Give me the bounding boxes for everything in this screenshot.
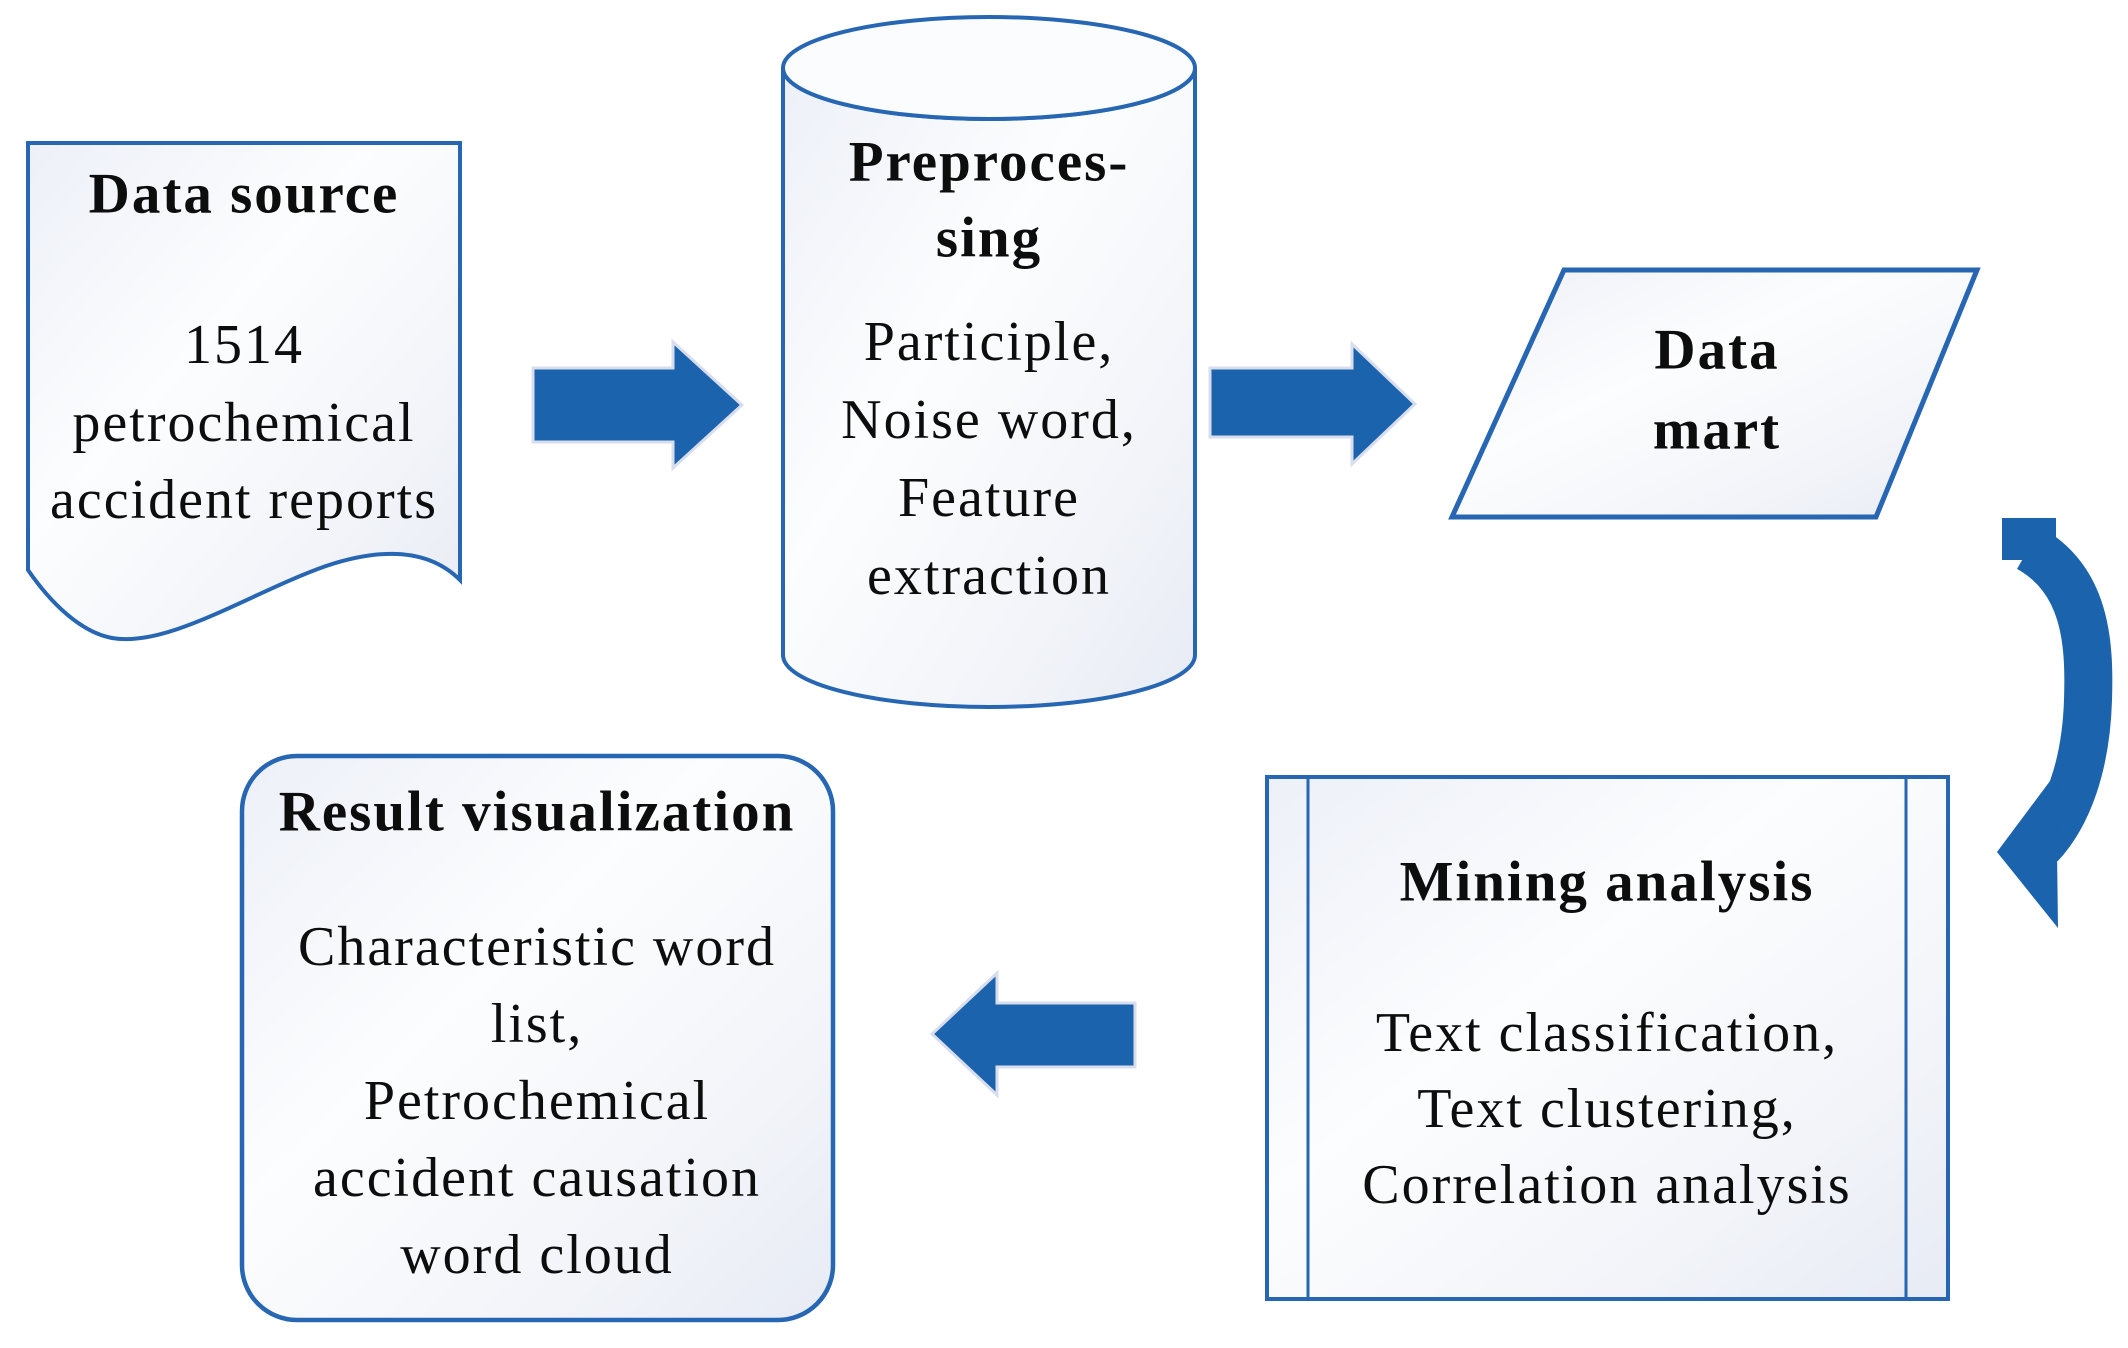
mining-analysis-line: Text classification, xyxy=(1375,1002,1839,1064)
data-source-document-shape xyxy=(26,141,462,642)
result-visualization-line: word cloud xyxy=(400,1224,674,1286)
data-source-line: accident reports xyxy=(49,469,439,531)
mining-analysis-line: Correlation analysis xyxy=(1362,1154,1852,1216)
data-source-line: 1514 xyxy=(184,314,304,376)
result-visualization-title: Result visualization xyxy=(278,780,796,844)
preprocessing-line: Noise word, xyxy=(841,389,1137,451)
result-visualization-line: Petrochemical xyxy=(363,1070,711,1132)
result-visualization-line: list, xyxy=(490,993,584,1055)
curved-arrow-down-left-icon xyxy=(1997,518,2113,928)
mining-analysis-line: Text clustering, xyxy=(1417,1078,1797,1140)
arrow-right-icon xyxy=(1208,340,1418,468)
data-source-line: petrochemical xyxy=(72,392,416,454)
result-visualization-line: accident causation xyxy=(312,1147,762,1209)
mining-analysis-title: Mining analysis xyxy=(1399,850,1815,914)
preprocessing-line: extraction xyxy=(867,545,1111,607)
preprocessing-title-line2: sing xyxy=(935,206,1043,270)
result-visualization-line: Characteristic word xyxy=(297,916,777,978)
data-mart-title-line1: Data xyxy=(1654,318,1780,382)
data-source-title: Data source xyxy=(88,162,400,226)
preprocessing-line: Feature xyxy=(898,467,1080,529)
mining-analysis-process-shape xyxy=(1265,775,1950,1301)
data-mart-parallelogram-shape xyxy=(1448,267,1981,520)
arrow-right-icon xyxy=(531,338,745,472)
preprocessing-cylinder-shape xyxy=(781,15,1197,709)
result-visualization-rounded-shape xyxy=(239,753,836,1323)
preprocessing-line: Participle, xyxy=(863,311,1115,373)
arrow-left-icon xyxy=(929,969,1137,1099)
data-mart-title-line2: mart xyxy=(1652,398,1782,462)
preprocessing-title-line1: Preproces- xyxy=(848,130,1130,194)
